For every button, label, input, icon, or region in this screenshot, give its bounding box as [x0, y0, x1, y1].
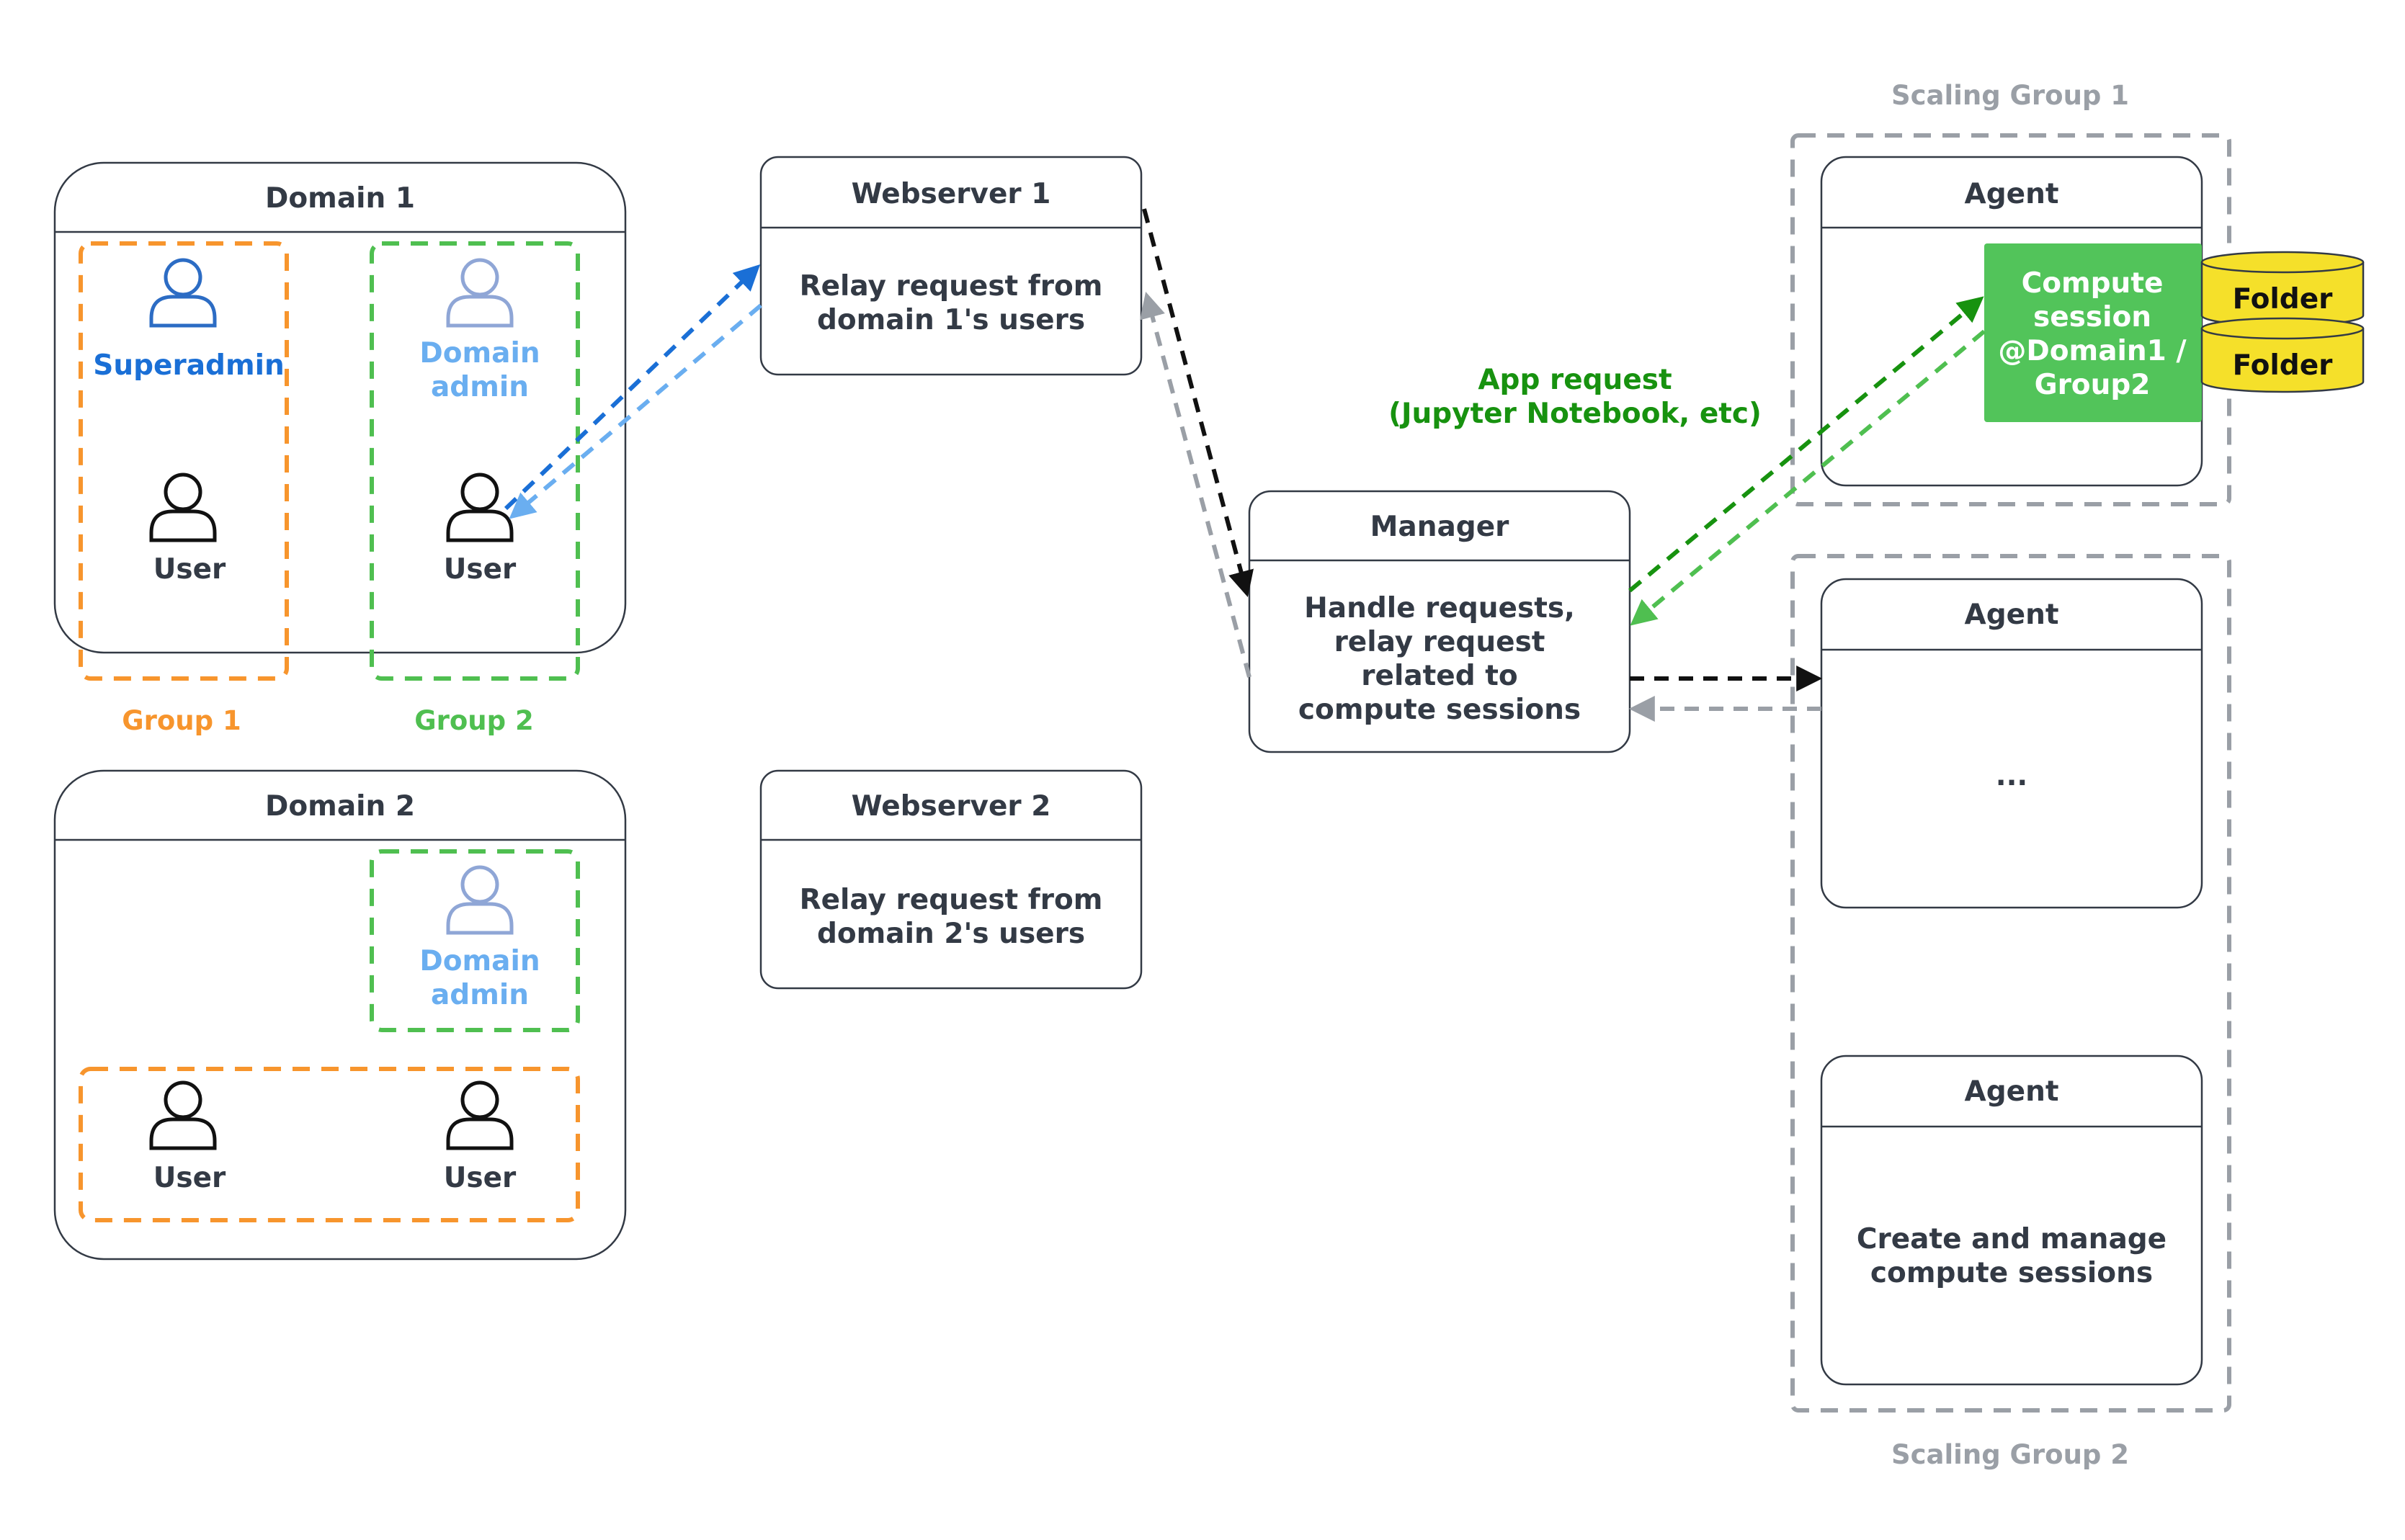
app-request-line2: (Jupyter Notebook, etc) [1388, 398, 1762, 430]
compute-session-box: Compute session @Domain1 / Group2 [1984, 243, 2202, 422]
domain1-admin-line2: admin [431, 371, 529, 403]
group1-outline [79, 241, 289, 681]
superadmin-label: Superadmin [93, 349, 284, 382]
superadmin-icon [149, 258, 217, 328]
domain1-admin-line1: Domain [419, 337, 540, 370]
webserver1-box: Webserver 1 Relay request from domain 1'… [759, 156, 1143, 376]
group2-outline [370, 241, 580, 681]
folder-icon: Folder [2200, 317, 2365, 393]
user-icon [149, 1080, 217, 1150]
app-request-line1: App request [1478, 364, 1672, 396]
domain2-admin-group-outline [370, 849, 580, 1032]
folder-icon: Folder [2200, 251, 2365, 327]
manager-title: Manager [1370, 511, 1510, 543]
domain2-users-group-outline [79, 1067, 580, 1222]
group2-label: Group 2 [414, 705, 534, 736]
arrow-manager-to-webserver1 [1140, 292, 1251, 678]
sg2-agent-a-body: ... [1996, 760, 2027, 792]
folder-label-1: Folder [2233, 283, 2334, 315]
domain2-admin-line1: Domain [419, 945, 540, 977]
scaling-group1-label: Scaling Group 1 [1891, 80, 2129, 111]
compute-session-line1: Compute [2022, 267, 2164, 300]
webserver2-box: Webserver 2 Relay request from domain 2'… [759, 769, 1143, 990]
webserver2-body-line1: Relay request from [800, 884, 1103, 916]
user-icon [446, 473, 514, 542]
manager-body-line1: Handle requests, [1304, 592, 1575, 624]
arrow-webserver1-to-manager [1142, 208, 1254, 597]
domain1-box: Domain 1 [53, 161, 627, 654]
scaling-group2-outline [1790, 554, 2231, 1413]
sg2-agent-b-box: Agent Create and manage compute sessions [1820, 1055, 2203, 1386]
webserver1-body-line1: Relay request from [800, 270, 1103, 303]
domain1-user-a-label: User [153, 553, 226, 586]
manager-body-line3: related to [1361, 660, 1517, 692]
webserver2-title: Webserver 2 [852, 790, 1051, 823]
domain2-user-a-label: User [153, 1162, 226, 1194]
sg2-agent-b-title: Agent [1965, 1075, 2059, 1108]
webserver1-body-line2: domain 1's users [817, 304, 1085, 336]
arrow-user-to-webserver1 [504, 264, 761, 511]
user-icon [446, 1080, 514, 1150]
domain-admin-icon [446, 865, 514, 935]
compute-session-line3: @Domain1 / [1998, 335, 2187, 367]
domain2-title: Domain 2 [265, 790, 415, 823]
manager-box: Manager Handle requests, relay request r… [1248, 490, 1631, 753]
arrow-webserver1-to-user [509, 303, 762, 519]
manager-body-line4: compute sessions [1298, 694, 1581, 726]
sg2-agent-b-body-line1: Create and manage [1857, 1223, 2167, 1255]
webserver2-body-line2: domain 2's users [817, 918, 1085, 950]
sg2-agent-a-box: Agent ... [1820, 578, 2203, 909]
group1-label: Group 1 [122, 705, 241, 736]
compute-session-line2: session [2033, 301, 2151, 333]
sg2-agent-a-title: Agent [1965, 599, 2059, 631]
webserver1-title: Webserver 1 [852, 178, 1051, 210]
folder-label-2: Folder [2233, 349, 2334, 382]
domain1-user-b-label: User [444, 553, 517, 586]
compute-session-line4: Group2 [2035, 369, 2151, 401]
sg2-agent-b-body-line2: compute sessions [1870, 1257, 2153, 1289]
manager-body-line2: relay request [1334, 626, 1545, 658]
domain2-user-b-label: User [444, 1162, 517, 1194]
arrow-manager-to-compute-session [1628, 296, 1984, 593]
domain-admin-icon [446, 258, 514, 328]
user-icon [149, 473, 217, 542]
domain2-box: Domain 2 [53, 769, 627, 1261]
arrow-compute-session-to-manager [1630, 329, 1986, 626]
domain1-title: Domain 1 [265, 182, 415, 215]
scaling-group2-label: Scaling Group 2 [1891, 1439, 2129, 1470]
sg1-agent-title: Agent [1965, 178, 2059, 210]
domain2-admin-line2: admin [431, 979, 529, 1011]
